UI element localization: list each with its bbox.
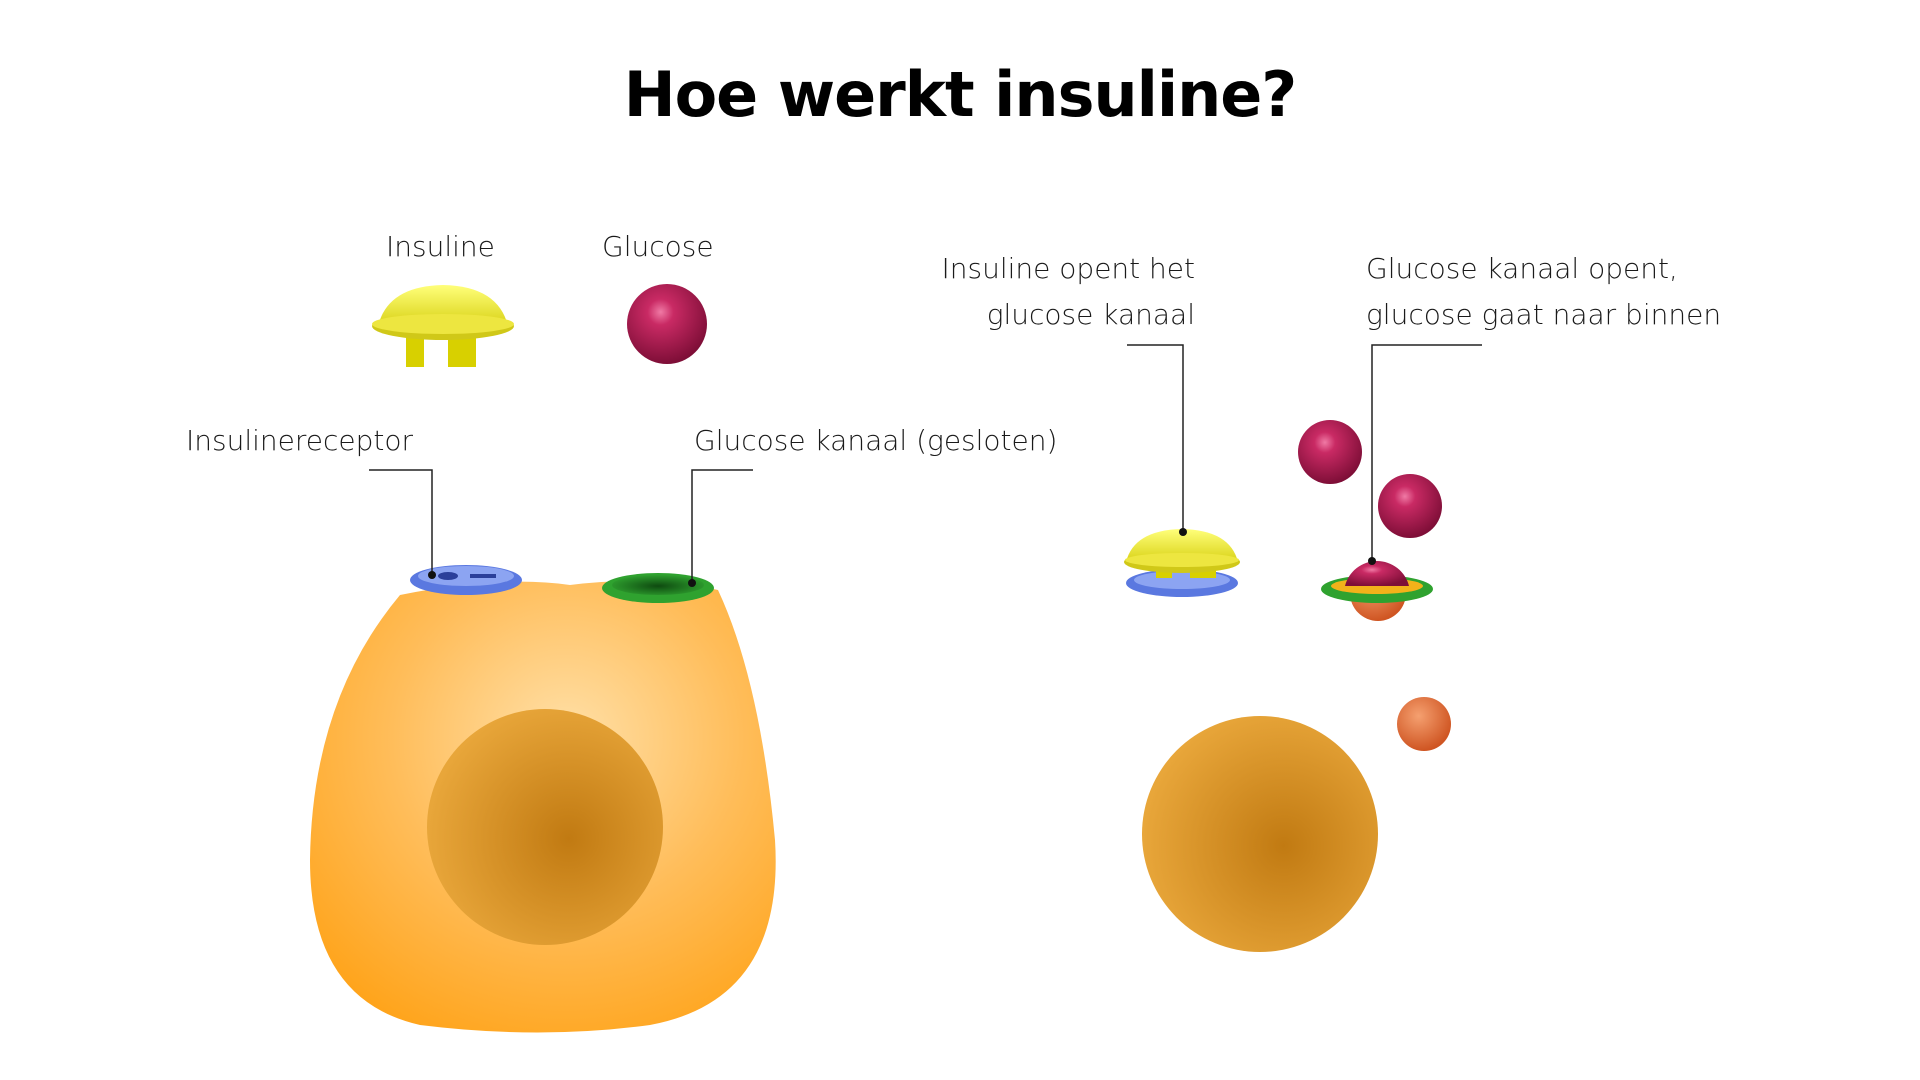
legend-glucose-label: Glucose bbox=[602, 230, 714, 263]
label-insulin-opens-line1: Insuline opent het bbox=[941, 252, 1195, 285]
leader-dot-receptor bbox=[428, 571, 436, 579]
leader-line-insulin-opens bbox=[1127, 344, 1184, 532]
label-insulin-opens-line2: glucose kanaal bbox=[986, 298, 1195, 331]
leader-dot-channel bbox=[688, 579, 696, 587]
nucleus-right bbox=[1142, 716, 1378, 952]
leader-dot-channel-opens bbox=[1368, 557, 1376, 565]
legend-insulin-icon bbox=[372, 285, 514, 367]
label-channel-opens-line2: glucose gaat naar binnen bbox=[1366, 298, 1722, 331]
nucleus-left bbox=[427, 709, 663, 945]
label-channel-opens: Glucose kanaal opent, glucose gaat naar … bbox=[1366, 246, 1721, 338]
label-receptor: Insulinereceptor bbox=[186, 424, 414, 457]
insulin-bound-receptor-icon bbox=[1124, 529, 1240, 597]
leader-line-receptor bbox=[369, 469, 433, 575]
glucose-channel-closed-icon bbox=[602, 573, 714, 603]
cell-left bbox=[310, 581, 776, 1033]
page-title: Hoe werkt insuline? bbox=[623, 58, 1298, 131]
label-insulin-opens: Insuline opent het glucose kanaal bbox=[880, 246, 1195, 338]
glucose-molecule-1 bbox=[1298, 420, 1362, 484]
glucose-channel-open-icon bbox=[1321, 561, 1433, 621]
label-channel-closed: Glucose kanaal (gesloten) bbox=[694, 424, 1058, 457]
legend-insulin-label: Insuline bbox=[386, 230, 495, 263]
label-channel-opens-line1: Glucose kanaal opent, bbox=[1366, 252, 1678, 285]
insulin-receptor-icon bbox=[410, 565, 522, 595]
glucose-molecule-2 bbox=[1378, 474, 1442, 538]
leader-line-channel-opens bbox=[1371, 344, 1482, 561]
leader-dot-insulin-opens bbox=[1179, 528, 1187, 536]
legend-glucose-icon bbox=[627, 284, 707, 364]
leader-line-channel bbox=[691, 469, 753, 583]
energy-particle bbox=[1397, 697, 1451, 751]
